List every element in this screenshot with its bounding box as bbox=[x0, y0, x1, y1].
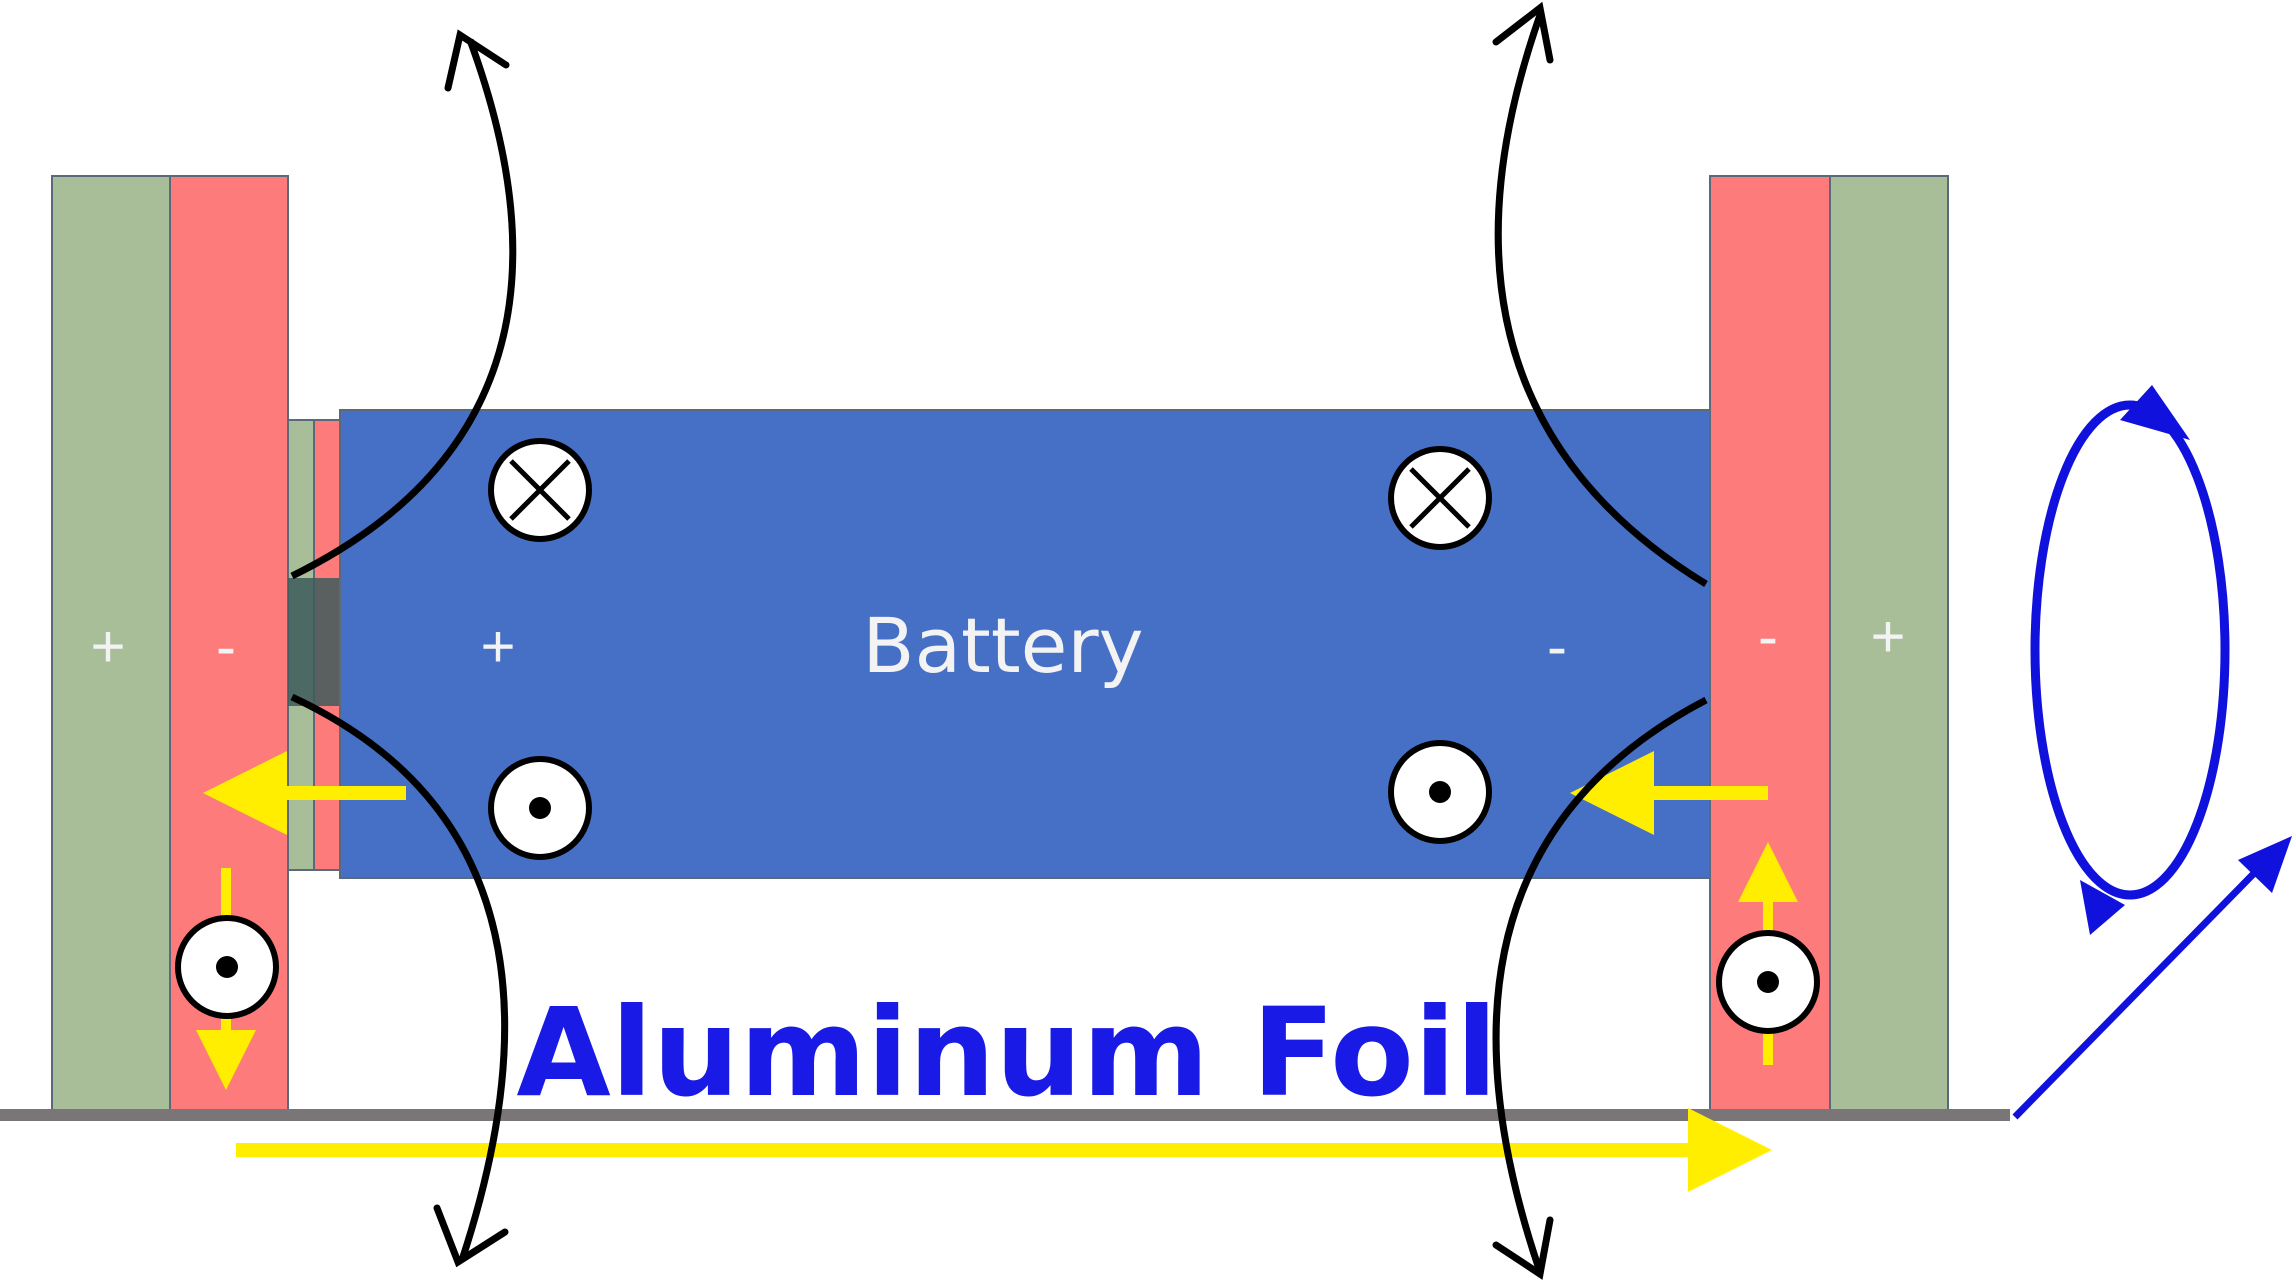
out-of-page-symbol-battery-right bbox=[1388, 740, 1492, 844]
left-lower-field-arrowhead bbox=[433, 1204, 509, 1268]
rotation-axis-arrow-line bbox=[2012, 854, 2273, 1120]
right-outer-plus-label: + bbox=[1870, 603, 1905, 670]
out-of-page-symbol-battery-left bbox=[488, 756, 592, 860]
right-lower-field-arrowhead bbox=[1492, 1216, 1554, 1280]
left-contact-dark-band bbox=[288, 578, 340, 706]
rotation-axis-arrowhead bbox=[2238, 836, 2292, 893]
rotation-arrowhead-bottom bbox=[2080, 880, 2125, 935]
left-lower-field-line bbox=[290, 693, 509, 1262]
left-inner-minus-label: - bbox=[216, 613, 236, 680]
out-of-page-symbol-left-magnet bbox=[175, 915, 279, 1019]
rotation-arrowhead-top bbox=[2120, 385, 2190, 440]
right-inner-minus-label: - bbox=[1758, 603, 1778, 670]
aluminum-foil-label: Aluminum Foil bbox=[516, 982, 1497, 1124]
right-upper-field-arrowhead bbox=[1492, 1, 1554, 64]
into-page-symbol-left bbox=[488, 438, 592, 542]
battery-minus-label: - bbox=[1547, 613, 1567, 680]
right-upper-field-line bbox=[1494, 13, 1708, 587]
left-outer-magnet bbox=[51, 175, 171, 1112]
battery-plus-label: + bbox=[480, 613, 515, 680]
right-lower-field-line bbox=[1492, 696, 1708, 1274]
left-outer-plus-label: + bbox=[90, 613, 125, 680]
battery-label: Battery bbox=[862, 601, 1143, 690]
left-upper-field-arrowhead bbox=[444, 29, 510, 92]
out-of-page-symbol-right-magnet bbox=[1716, 930, 1820, 1034]
left-upper-field-line bbox=[290, 38, 517, 580]
into-page-symbol-right bbox=[1388, 446, 1492, 550]
rotation-loop bbox=[2030, 400, 2230, 900]
